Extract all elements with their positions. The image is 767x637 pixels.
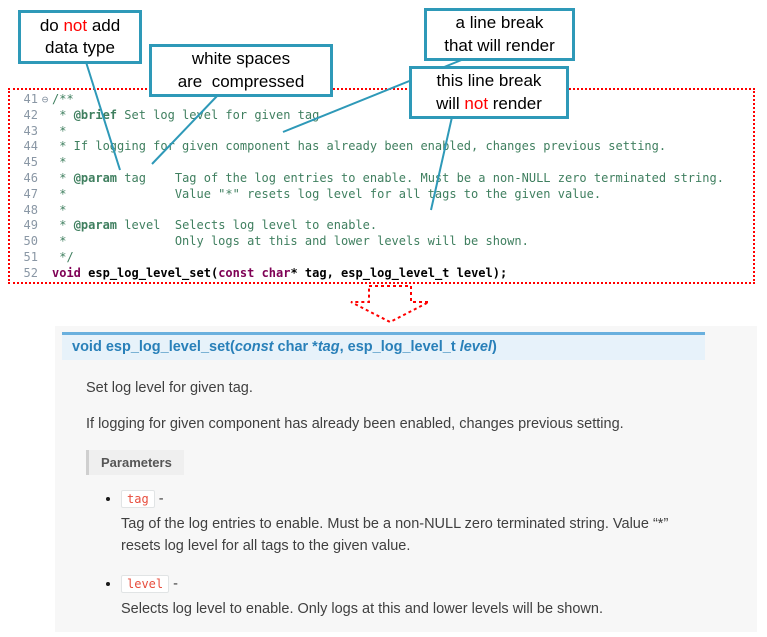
- code-line: 46 * @param tag Tag of the log entries t…: [16, 171, 751, 187]
- callout-text: do: [39, 15, 64, 35]
- signature-segment: tag: [317, 339, 340, 355]
- detail-paragraph: If logging for given component has alrea…: [86, 416, 624, 432]
- code-text: * Value "*" resets log level for all tag…: [52, 186, 602, 201]
- param-separator: -: [169, 575, 178, 592]
- code-line: 52 void esp_log_level_set(const char* tag…: [16, 266, 751, 282]
- line-number: 48: [23, 202, 38, 217]
- callout-text: not: [464, 93, 489, 113]
- code-text: * @brief Set log level for given tag: [52, 107, 320, 122]
- code-text: /**: [52, 92, 74, 106]
- line-number: 42: [23, 107, 38, 122]
- line-number: 49: [23, 218, 38, 233]
- line-number: 46: [23, 170, 38, 185]
- fold-gutter: [38, 234, 52, 250]
- signature-segment: (: [229, 339, 235, 355]
- fold-marker-icon[interactable]: ⊖: [41, 93, 49, 106]
- code-line: 44 * If logging for given component has …: [16, 139, 751, 155]
- code-text: *: [52, 202, 67, 217]
- code-editor-snippet: 41⊖/**42 * @brief Set log level for give…: [8, 88, 755, 284]
- code-line: 51 */: [16, 250, 751, 266]
- code-text: * @param tag Tag of the log entries to e…: [52, 170, 724, 185]
- brief-paragraph: Set log level for given tag.: [86, 380, 253, 396]
- fold-gutter: [38, 124, 52, 140]
- signature-segment: void: [72, 339, 106, 355]
- parameter-name-row: tag -: [121, 490, 757, 508]
- line-number: 44: [23, 139, 38, 154]
- callout-text: a line break: [455, 13, 544, 33]
- line-number: 52: [23, 265, 38, 280]
- callout-text: not: [63, 15, 88, 35]
- code-line: 45 *: [16, 155, 751, 171]
- line-number: 43: [23, 123, 38, 138]
- signature-segment: level: [459, 339, 492, 355]
- fold-gutter: [38, 250, 52, 266]
- fold-gutter: [38, 218, 52, 234]
- callout-text: will: [436, 93, 465, 113]
- signature-segment: const: [234, 339, 274, 355]
- fold-gutter: [38, 171, 52, 187]
- code-text: *: [52, 123, 67, 138]
- line-number: 50: [23, 234, 38, 249]
- down-arrow-outline-icon: [350, 285, 430, 324]
- signature-segment: ): [491, 339, 497, 355]
- callout-text: this line break: [436, 71, 542, 91]
- line-number: 45: [23, 155, 38, 170]
- fold-gutter: [38, 187, 52, 203]
- function-signature: void esp_log_level_set(const char *tag, …: [62, 332, 705, 360]
- parameters-header: Parameters: [86, 450, 184, 475]
- code-line: 49 * @param level Selects log level to e…: [16, 218, 751, 234]
- callout-text: are compressed: [177, 71, 305, 91]
- parameter-item: level - Selects log level to enable. Only…: [121, 574, 757, 621]
- code-line: 50 * Only logs at this and lower levels …: [16, 234, 751, 250]
- code-line: 43 *: [16, 124, 751, 140]
- parameter-item: tag - Tag of the log entries to enable. M…: [121, 490, 757, 558]
- code-text: * If logging for given component has alr…: [52, 139, 667, 154]
- signature-segment: ,: [339, 339, 348, 355]
- signature-segment: char *: [273, 339, 318, 355]
- parameters-list: tag - Tag of the log entries to enable. M…: [121, 490, 757, 621]
- line-number: 47: [23, 186, 38, 201]
- code-text: */: [52, 249, 74, 264]
- fold-gutter: [38, 108, 52, 124]
- fold-gutter: [38, 203, 52, 219]
- code-line: 41⊖/**: [16, 92, 751, 108]
- signature-segment: esp_log_level_set: [105, 339, 230, 355]
- param-description: Selects log level to enable. Only logs a…: [121, 600, 603, 617]
- code-text: void esp_log_level_set(const char* tag, …: [52, 265, 508, 280]
- fold-gutter: [38, 266, 52, 282]
- rendered-docs-panel: void esp_log_level_set(const char *tag, …: [55, 326, 757, 632]
- param-name-literal: level: [121, 574, 170, 593]
- param-name-literal: tag: [121, 490, 155, 508]
- code-line: 42 * @brief Set log level for given tag: [16, 108, 751, 124]
- code-lines: 41⊖/**42 * @brief Set log level for give…: [16, 92, 751, 282]
- signature-segment: esp_log_level_t: [347, 339, 460, 355]
- param-description: Tag of the log entries to enable. Must b…: [121, 516, 669, 554]
- fold-gutter: [38, 155, 52, 171]
- code-line: 47 * Value "*" resets log level for all …: [16, 187, 751, 203]
- parameter-name-row: level -: [121, 574, 757, 593]
- param-separator: -: [154, 491, 164, 507]
- callout-text: add: [87, 15, 121, 35]
- line-number: 41: [23, 92, 38, 106]
- fold-gutter: [38, 139, 52, 155]
- callout-text: that will render: [444, 35, 555, 55]
- callout-text: white spaces: [191, 49, 291, 69]
- callout-text: data type: [45, 38, 115, 57]
- code-text: * Only logs at this and lower levels wil…: [52, 234, 529, 249]
- line-number: 51: [23, 249, 38, 264]
- code-text: * @param level Selects log level to enab…: [52, 218, 378, 233]
- code-line: 48 *: [16, 203, 751, 219]
- callout-no-datatype: do not add data type: [18, 10, 142, 64]
- callout-text: render: [488, 93, 542, 113]
- code-text: *: [52, 155, 67, 170]
